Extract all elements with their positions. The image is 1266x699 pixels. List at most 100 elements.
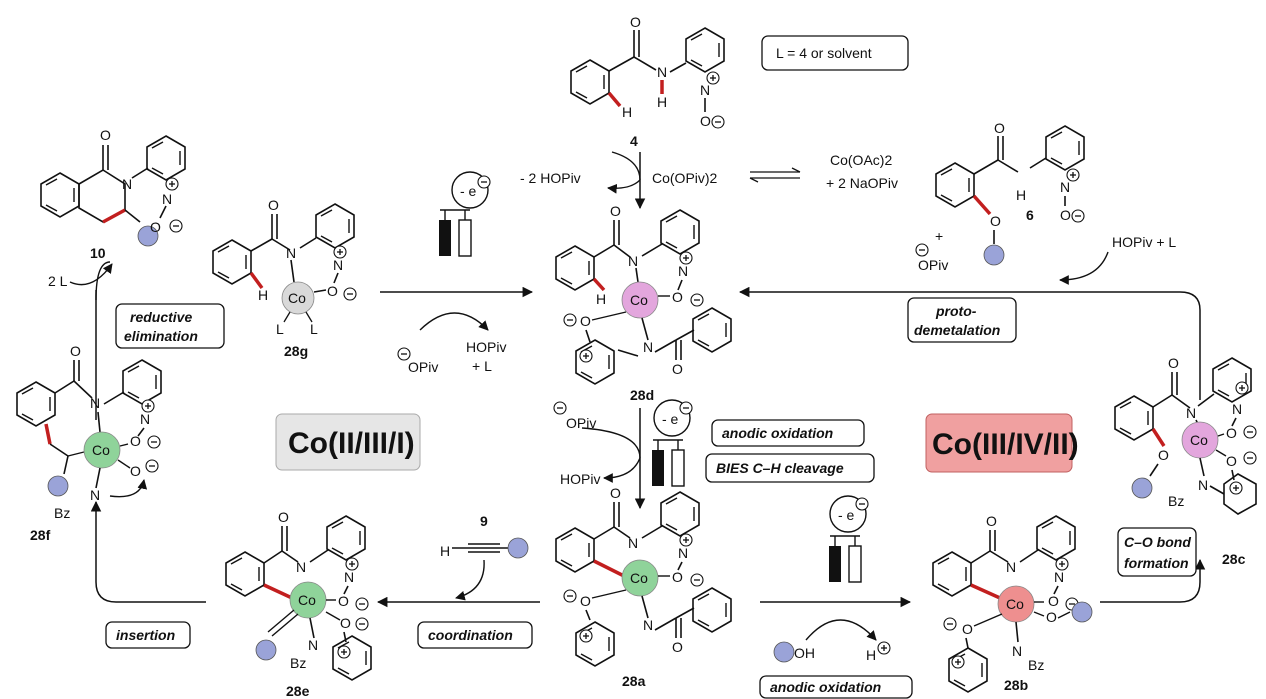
electron-label: - e (460, 183, 477, 199)
svg-text:anodic oxidation: anodic oxidation (770, 679, 881, 695)
reagent-naopiv: + 2 NaOPiv (826, 175, 898, 191)
reagent-co-opiv: Co(OPiv)2 (652, 170, 718, 186)
compound-label-6: 6 (1026, 207, 1034, 223)
atom-n: N (90, 395, 100, 411)
atom-bz: Bz (1028, 657, 1044, 673)
compound-label-10: 10 (90, 245, 106, 261)
compound-label-4: 4 (630, 133, 638, 149)
atom-o: O (340, 615, 351, 631)
atom-o: O (1168, 355, 1179, 371)
atom-o: O (986, 513, 997, 529)
reagent-opiv-28d: OPiv (566, 415, 596, 431)
atom-co: Co (298, 592, 316, 608)
arrow-28c-to-28d (738, 286, 1201, 400)
compound-label-28a: 28a (622, 673, 646, 689)
atom-bz: Bz (54, 505, 70, 521)
cycle-left-box (275, 413, 421, 471)
atom-n: N (657, 64, 667, 80)
compound-6-structure: O H N O O (935, 120, 1085, 266)
reagent-oh: OH (794, 645, 815, 661)
compound-28a-structure: O N N O Co O N O (555, 485, 732, 667)
cycle-right-label: Co(III/IV/II) (932, 428, 1079, 461)
atom-o: O (672, 639, 683, 655)
atom-co: Co (92, 442, 110, 458)
atom-n: N (162, 191, 172, 207)
cobalt-center-pink (621, 281, 659, 319)
atom-n: N (1060, 179, 1070, 195)
svg-text:demetalation: demetalation (914, 322, 1000, 338)
atom-o: O (1060, 207, 1071, 223)
atom-n: N (678, 545, 688, 561)
atom-h: H (596, 291, 606, 307)
substituent-circle (507, 537, 529, 559)
substituent-circle (137, 225, 159, 247)
step-protodemetalation (907, 297, 1017, 343)
plus-sign: + (935, 228, 943, 244)
compound-28e-structure: O N N O Co N Bz O (225, 509, 372, 681)
svg-text:coordination: coordination (428, 627, 513, 643)
reagent-co-oac: Co(OAc)2 (830, 152, 892, 168)
svg-text:insertion: insertion (116, 627, 175, 643)
atom-o: O (630, 14, 641, 30)
atom-o: O (1226, 425, 1237, 441)
atom-l: L (310, 321, 318, 337)
atom-l: L (276, 321, 284, 337)
cycle-left-label: Co(II/III/I) (288, 427, 415, 460)
reagent-opiv-28g: OPiv (408, 359, 438, 375)
step-anodic-oxidation-bottom (759, 675, 913, 699)
atom-o: O (580, 313, 591, 329)
reagent-hopiv-28d: HOPiv (560, 471, 600, 487)
atom-o: O (700, 113, 711, 129)
atom-co: Co (1006, 596, 1024, 612)
atom-o: O (100, 127, 111, 143)
atom-n: N (122, 176, 132, 192)
atom-o: O (962, 621, 973, 637)
atom-o: O (338, 593, 349, 609)
atom-h: H (1016, 187, 1026, 203)
atom-h: H (440, 543, 450, 559)
atom-o: O (610, 485, 621, 501)
compound-28d-structure: O N N O H Co O N O (555, 203, 732, 385)
atom-o: O (268, 197, 279, 213)
compound-label-28b: 28b (1004, 677, 1028, 693)
substituent-circle (983, 244, 1005, 266)
atom-h: H (258, 287, 268, 303)
substituent-circle (47, 475, 69, 497)
step-insertion (105, 621, 191, 649)
atom-n: N (296, 559, 306, 575)
atom-n: N (1012, 643, 1022, 659)
legend-text: L = 4 or solvent (776, 45, 872, 61)
atom-bz: Bz (1168, 493, 1184, 509)
step-co-bond-formation (1117, 527, 1197, 577)
substituent-circle (1071, 601, 1093, 623)
atom-o: O (672, 361, 683, 377)
compound-28b-structure: O N N O Co O O N Bz (932, 513, 1093, 693)
compound-label-28c: 28c (1222, 551, 1246, 567)
cycle-right-box (925, 413, 1073, 473)
atom-n: N (1198, 477, 1208, 493)
step-anodic-oxidation-top (711, 419, 865, 447)
step-coordination (417, 621, 533, 649)
atom-o: O (327, 283, 338, 299)
atom-n: N (140, 411, 150, 427)
compound-label-28d: 28d (630, 387, 654, 403)
atom-n: N (90, 487, 100, 503)
atom-o: O (130, 463, 141, 479)
atom-o: O (1046, 609, 1057, 625)
atom-n: N (1006, 559, 1016, 575)
reagent-two-l: 2 L (48, 273, 68, 289)
compound-28f-structure: O N N O Co O N Bz (16, 343, 162, 521)
atom-co: Co (630, 292, 648, 308)
atom-n: N (1054, 569, 1064, 585)
atom-n: N (643, 617, 653, 633)
atom-o: O (1158, 447, 1169, 463)
electron-label: - e (838, 507, 855, 523)
atom-n: N (678, 263, 688, 279)
reagent-minus-hopiv: - 2 HOPiv (520, 170, 581, 186)
atom-o: O (610, 203, 621, 219)
substituent-circle (255, 639, 277, 661)
cobalt-center-gray (281, 281, 315, 315)
svg-text:C–O bond: C–O bond (1124, 534, 1191, 550)
cobalt-center-green (83, 431, 121, 469)
